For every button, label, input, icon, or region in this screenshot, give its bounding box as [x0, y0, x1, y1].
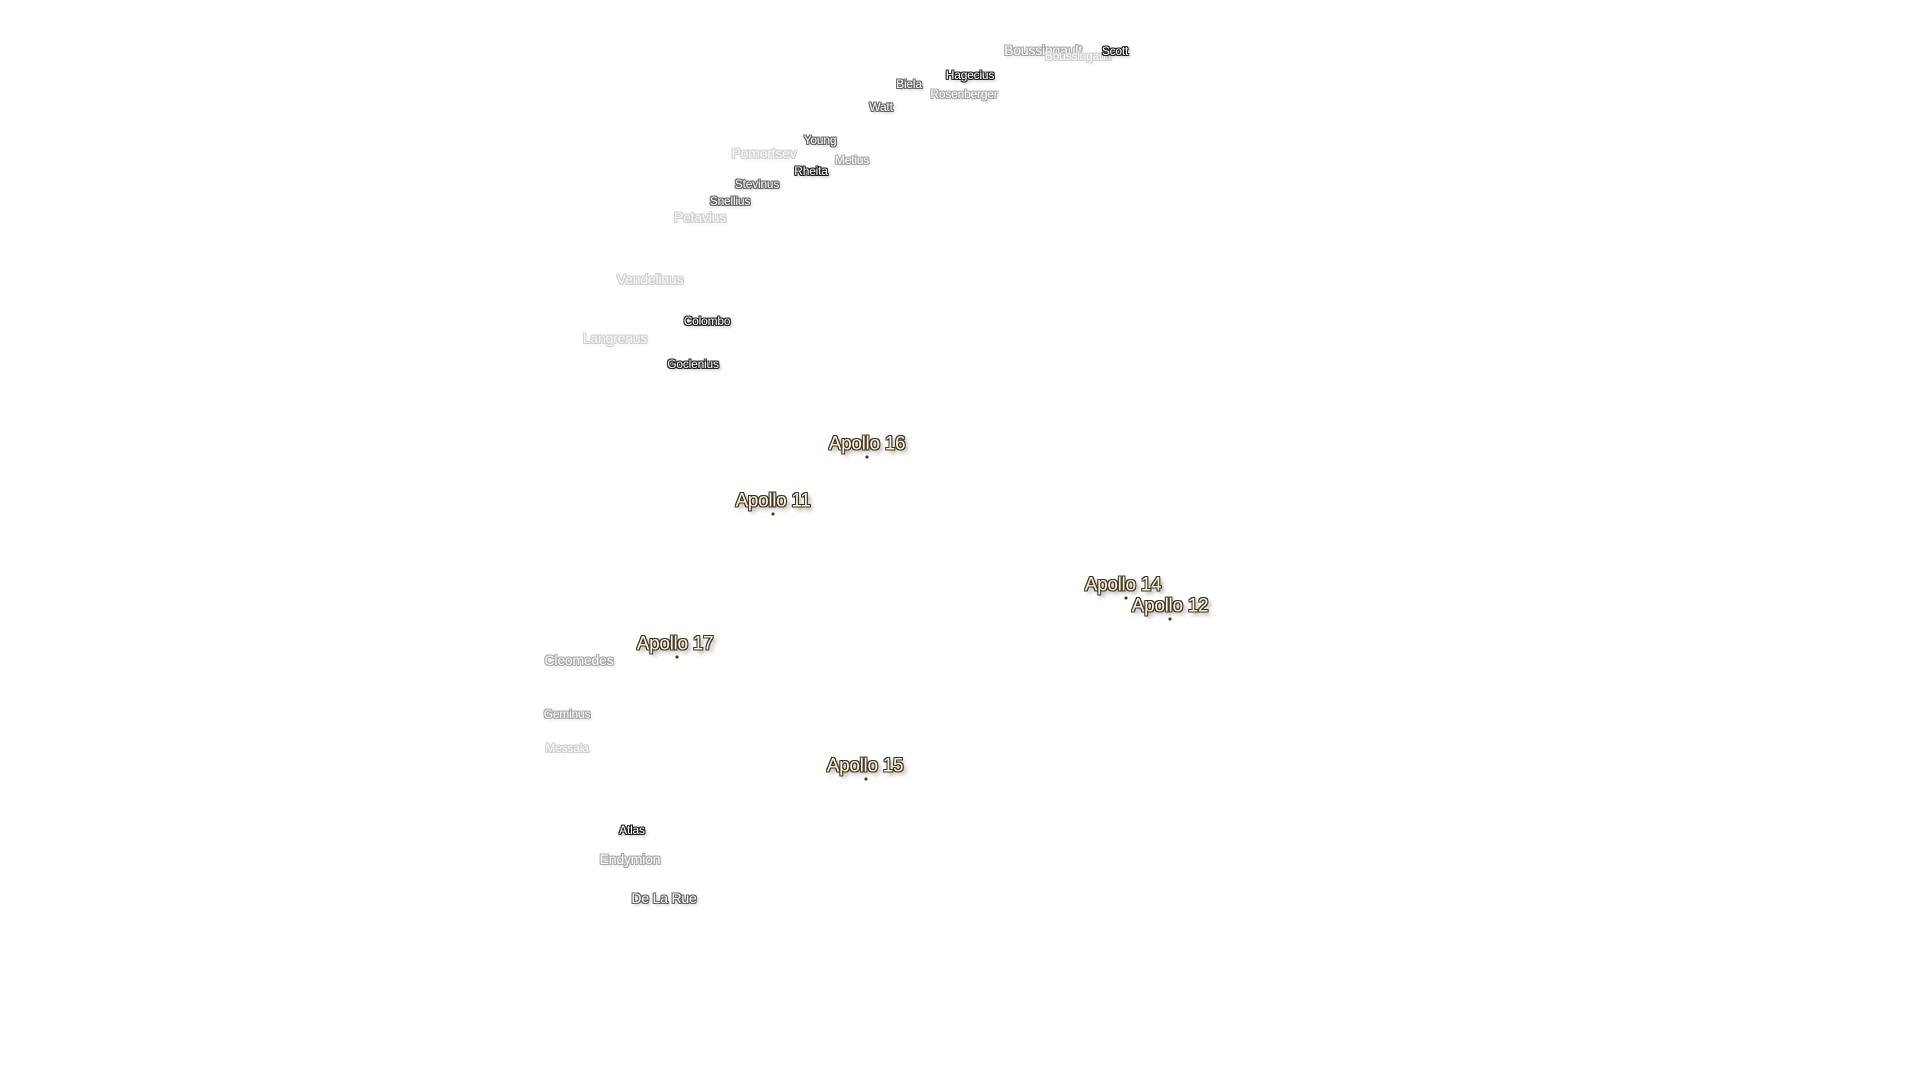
apollo-12-site-marker[interactable] — [1168, 617, 1172, 621]
apollo-14-site-marker[interactable] — [1124, 596, 1128, 600]
crater-label-snellius[interactable]: Snellius — [709, 194, 751, 208]
crater-label-scott[interactable]: Scott — [1101, 44, 1129, 58]
crater-label-cleomedes[interactable]: Cleomedes — [544, 652, 614, 668]
crater-label-watt[interactable]: Watt — [869, 100, 893, 114]
crater-label-de-la-rue[interactable]: De La Rue — [631, 890, 697, 906]
crater-label-goclenius[interactable]: Goclenius — [667, 357, 719, 371]
crater-label-hagecius[interactable]: Hagecius — [945, 68, 995, 82]
crater-label-messala[interactable]: Messala — [545, 741, 589, 755]
apollo-15-site-marker[interactable] — [864, 777, 868, 781]
crater-label-endymion[interactable]: Endymion — [599, 851, 661, 867]
apollo-17-label[interactable]: Apollo 17 — [636, 633, 714, 655]
crater-label-boussingault[interactable]: Boussingault — [1004, 42, 1082, 58]
apollo-11-site-marker[interactable] — [771, 512, 775, 516]
apollo-15-label[interactable]: Apollo 15 — [826, 755, 904, 777]
crater-label-ghost: Boussingault — [1044, 49, 1112, 63]
apollo-12-label[interactable]: Apollo 12 — [1131, 595, 1209, 617]
apollo-11-label[interactable]: Apollo 11 — [735, 490, 811, 512]
crater-label-biela[interactable]: Biela — [896, 77, 922, 91]
crater-label-metius[interactable]: Metius — [834, 153, 870, 167]
crater-label-young[interactable]: Young — [803, 133, 837, 147]
crater-label-langrenus[interactable]: Langrenus — [582, 330, 648, 346]
crater-label-stevinus[interactable]: Stevinus — [734, 177, 780, 191]
crater-label-colombo[interactable]: Colombo — [683, 314, 731, 328]
apollo-17-site-marker[interactable] — [675, 655, 679, 659]
apollo-16-label[interactable]: Apollo 16 — [828, 433, 906, 455]
crater-label-petavius[interactable]: Petavius — [673, 209, 727, 225]
crater-label-rosenberger[interactable]: Rosenberger — [930, 87, 998, 101]
crater-label-atlas[interactable]: Atlas — [619, 823, 645, 837]
apollo-14-label[interactable]: Apollo 14 — [1084, 574, 1162, 596]
crater-label-pomortsev[interactable]: Pomortsev — [731, 145, 797, 161]
crater-label-vendelinus[interactable]: Vendelinus — [616, 271, 684, 287]
crater-label-geminus[interactable]: Geminus — [543, 707, 591, 721]
apollo-16-site-marker[interactable] — [865, 455, 869, 459]
crater-label-rheita[interactable]: Rheita — [794, 164, 828, 178]
